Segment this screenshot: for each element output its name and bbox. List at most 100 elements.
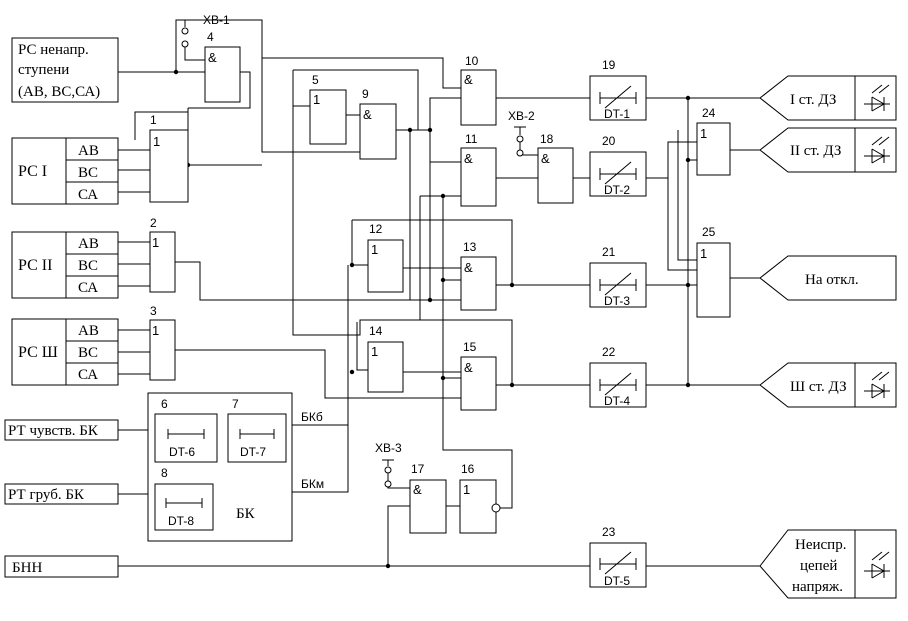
timer-22-label: DT-4 bbox=[604, 394, 630, 408]
gate-9-number: 9 bbox=[362, 87, 369, 101]
timer-19-label: DT-1 bbox=[604, 107, 630, 121]
output-trip: На откл. bbox=[759, 255, 897, 301]
gate-24-or: 24 1 bbox=[696, 106, 731, 176]
gate-5-number: 5 bbox=[312, 73, 319, 87]
gate-2-symbol: 1 bbox=[152, 235, 159, 250]
timer-19-symbol bbox=[599, 85, 637, 109]
gate-17-and: 17 & bbox=[409, 462, 447, 534]
input-rs2: РС II АВ ВС СА bbox=[11, 231, 119, 299]
rs3-phase-ca: СА bbox=[78, 367, 98, 383]
led-icon bbox=[864, 84, 890, 112]
gate-25-number: 25 bbox=[702, 225, 716, 239]
gate-17-symbol: & bbox=[413, 482, 422, 497]
gate-11-number: 11 bbox=[465, 132, 478, 146]
timer-21-label: DT-3 bbox=[604, 294, 630, 308]
gate-16-or-inverted: 16 1 bbox=[459, 462, 501, 534]
rs-nenapr-line1: РС ненапр. bbox=[18, 42, 89, 58]
block-6-symbol bbox=[167, 429, 205, 439]
gate-17-number: 17 bbox=[411, 462, 425, 476]
rs1-label: РС I bbox=[18, 163, 47, 180]
gate-3-or: 3 1 bbox=[149, 304, 176, 381]
gate-14-or: 14 1 bbox=[367, 324, 404, 393]
led-icon bbox=[864, 136, 890, 164]
gate-2-or: 2 1 bbox=[149, 216, 176, 293]
input-rt-grub: РТ груб. БК bbox=[4, 483, 119, 505]
timer-19-number: 19 bbox=[602, 58, 616, 72]
switch-xb2: ХВ-2 bbox=[508, 109, 535, 157]
timer-23-symbol bbox=[599, 551, 637, 575]
timer-20-label: DT-2 bbox=[604, 183, 630, 197]
gate-10-symbol: & bbox=[464, 72, 473, 87]
gate-10-number: 10 bbox=[465, 54, 479, 68]
switch-xb1: ХВ-1 bbox=[181, 13, 230, 48]
bk-label: БК bbox=[236, 506, 256, 522]
timer-23: 23 DT-5 bbox=[589, 525, 647, 588]
led-icon bbox=[864, 551, 890, 579]
gate-4-number: 4 bbox=[207, 30, 214, 44]
rs2-phase-ab: АВ bbox=[78, 236, 99, 252]
output-fault-line2: цепей bbox=[800, 558, 837, 574]
rs3-phase-bc: ВС bbox=[78, 345, 98, 361]
gate-15-and: 15 & bbox=[460, 340, 497, 411]
bk-output-bkb: БКб bbox=[301, 410, 323, 424]
junctions bbox=[173, 69, 691, 569]
bk-output-bkm: БКм bbox=[301, 477, 324, 491]
rt-grub-label: РТ груб. БК bbox=[8, 487, 85, 503]
rt-chuvstv-label: РТ чувств. БК bbox=[8, 423, 99, 439]
output-st3-label: Ш ст. ДЗ bbox=[790, 379, 847, 395]
timer-22: 22 DT-4 bbox=[589, 345, 647, 408]
gate-1-or: 1 1 bbox=[149, 113, 189, 203]
gate-18-number: 18 bbox=[540, 132, 554, 146]
gate-2-number: 2 bbox=[150, 216, 157, 230]
rs2-phase-bc: ВС bbox=[78, 258, 98, 274]
rs1-phase-ab: АВ bbox=[78, 143, 99, 159]
timer-20: 20 DT-2 bbox=[589, 134, 647, 197]
block-7-symbol bbox=[239, 429, 275, 439]
gate-1-symbol: 1 bbox=[153, 134, 160, 149]
led-icon bbox=[864, 371, 890, 399]
block-7-label: DT-7 bbox=[240, 445, 266, 459]
xb3-label: ХВ-3 bbox=[375, 441, 402, 455]
gate-13-symbol: & bbox=[464, 260, 473, 275]
input-rt-chuvstv: РТ чувств. БК bbox=[4, 419, 119, 441]
output-st1-label: I ст. ДЗ bbox=[790, 92, 836, 108]
gate-4-and: 4 & bbox=[204, 30, 241, 103]
timer-21-number: 21 bbox=[602, 245, 616, 259]
rs-nenapr-line3: (АВ, ВС,СА) bbox=[18, 84, 100, 100]
rs1-phase-bc: ВС bbox=[78, 165, 98, 181]
output-st3: Ш ст. ДЗ bbox=[759, 362, 897, 408]
gate-5-symbol: 1 bbox=[313, 92, 320, 107]
gate-24-number: 24 bbox=[702, 106, 716, 120]
gate-5-or: 5 1 bbox=[309, 73, 347, 145]
input-bnn: БНН bbox=[4, 555, 119, 578]
output-fault-line3: напряж. bbox=[792, 579, 843, 595]
gate-14-number: 14 bbox=[369, 324, 383, 338]
timer-20-symbol bbox=[599, 161, 637, 185]
gate-16-number: 16 bbox=[461, 462, 475, 476]
gate-12-or: 12 1 bbox=[367, 222, 404, 293]
gate-18-symbol: & bbox=[541, 151, 550, 166]
block-8-number: 8 bbox=[161, 466, 168, 480]
block-6-number: 6 bbox=[161, 397, 168, 411]
timer-23-number: 23 bbox=[602, 525, 616, 539]
gate-3-symbol: 1 bbox=[152, 323, 159, 338]
output-st2-label: II ст. ДЗ bbox=[790, 143, 841, 159]
gate-15-number: 15 bbox=[463, 340, 477, 354]
timer-20-number: 20 bbox=[602, 134, 616, 148]
input-rs1: РС I АВ ВС СА bbox=[11, 137, 119, 205]
output-fault-line1: Неиспр. bbox=[795, 537, 846, 553]
gate-9-and: 9 & bbox=[359, 87, 397, 160]
gate-3-number: 3 bbox=[150, 304, 157, 318]
rs3-label: РС Ш bbox=[18, 344, 58, 361]
gate-9-symbol: & bbox=[363, 107, 372, 122]
gate-16-inverter bbox=[491, 503, 501, 513]
rs-nenapr-line2: ступени bbox=[18, 62, 69, 78]
output-fault: Неиспр. цепей напряж. bbox=[759, 529, 897, 599]
timer-21-symbol bbox=[599, 272, 637, 296]
xb1-label: ХВ-1 bbox=[203, 13, 230, 27]
output-trip-label: На откл. bbox=[805, 272, 859, 288]
timer-23-label: DT-5 bbox=[604, 574, 630, 588]
gate-4-symbol: & bbox=[208, 50, 217, 65]
bnn-label: БНН bbox=[12, 560, 42, 576]
